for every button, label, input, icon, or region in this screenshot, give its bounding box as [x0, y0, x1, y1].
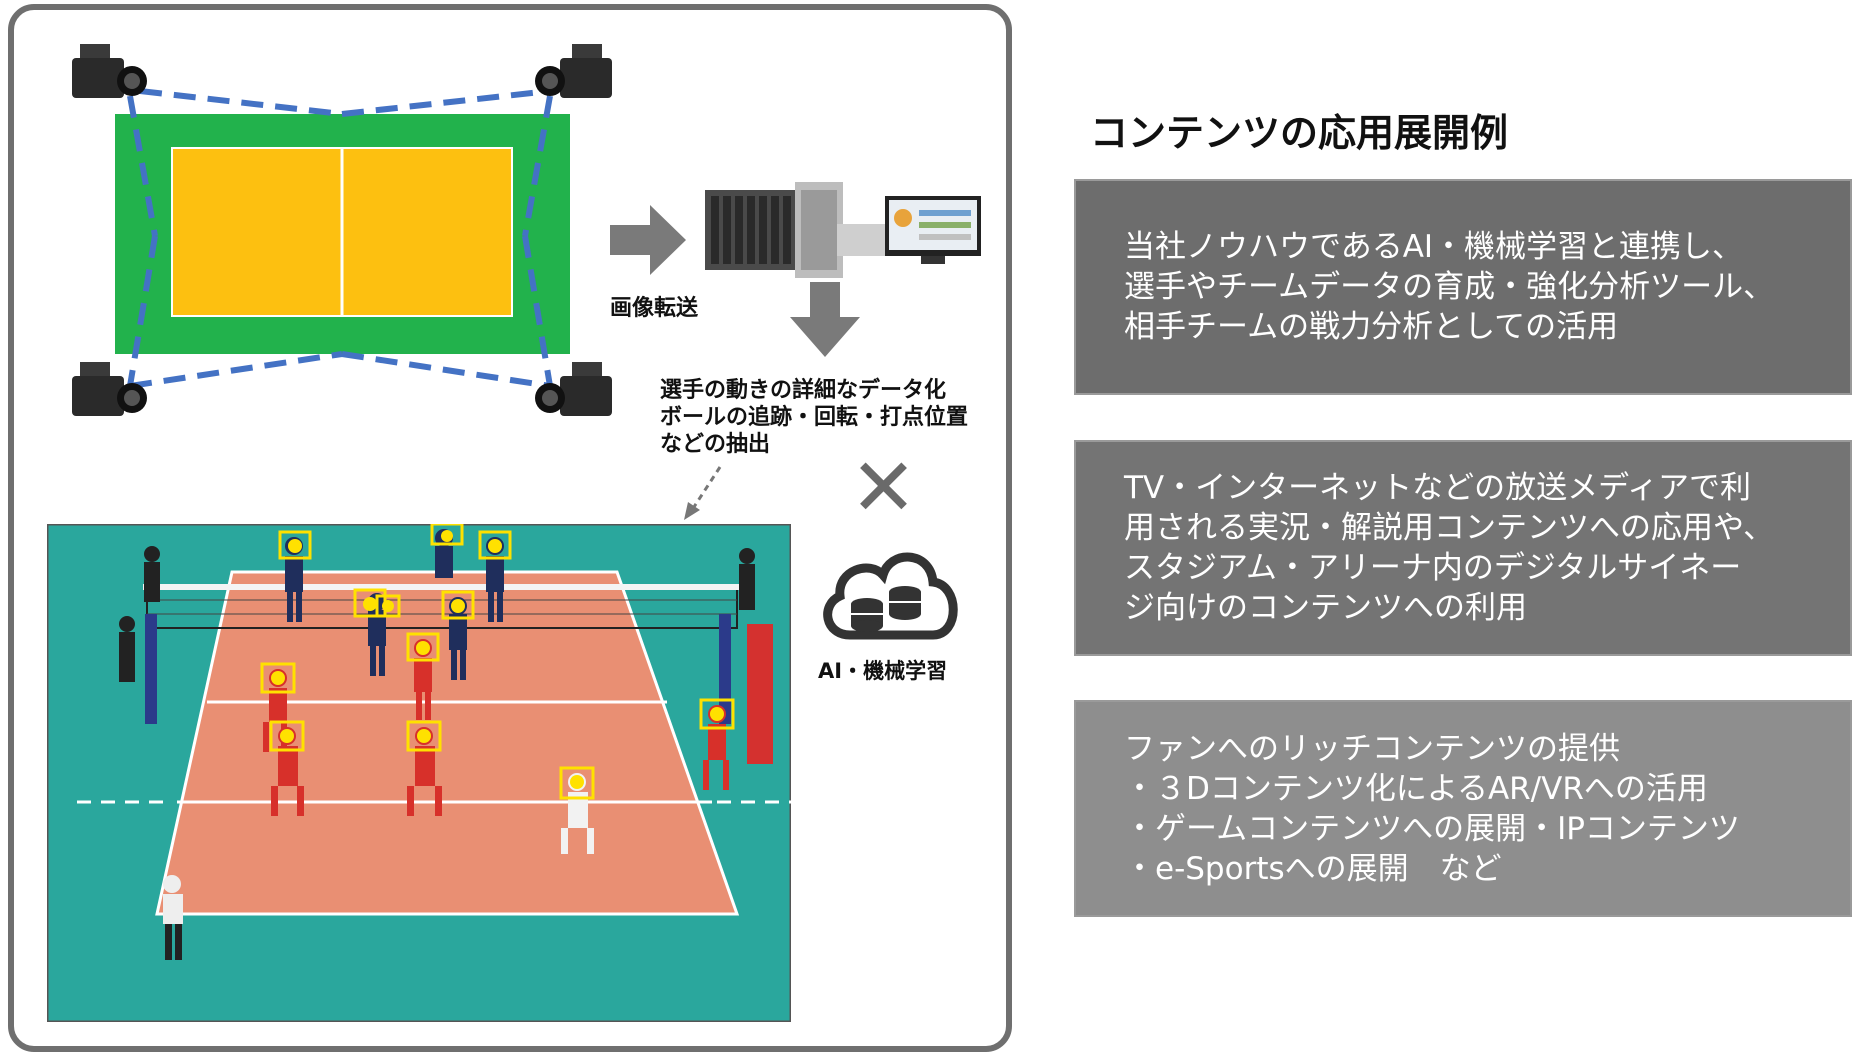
volleyball-photo [47, 524, 791, 1022]
arrow-down-icon [790, 282, 860, 357]
ai-label: AI・機械学習 [818, 659, 948, 683]
camera-icon [535, 44, 612, 98]
cloud-database-icon [823, 552, 958, 640]
camera-icon [72, 362, 147, 416]
camera-icon [72, 44, 147, 98]
application-box-analysis: 当社ノウハウであるAI・機械学習と連携し、 選手やチームデータの育成・強化分析ツ… [1074, 179, 1852, 395]
section-title: コンテンツの応用展開例 [1090, 111, 1509, 155]
extraction-label: 選手の動きの詳細なデータ化 ボールの追跡・回転・打点位置 などの抽出 [660, 378, 969, 457]
camera-icon [535, 362, 612, 416]
server-icon [705, 182, 981, 278]
arrow-right-icon [610, 205, 686, 275]
dashed-arrow-icon [684, 466, 722, 520]
application-box-fan-content: ファンへのリッチコンテンツの提供 ・３Dコンテンツ化によるAR/VRへの活用 ・… [1074, 700, 1852, 917]
court-camera-diagram [72, 44, 612, 416]
transfer-label: 画像転送 [610, 296, 699, 321]
application-box-media: TV・インターネットなどの放送メディアで利 用される実況・解説用コンテンツへの応… [1074, 440, 1852, 656]
camera-view-lines [127, 88, 553, 389]
cross-symbol: ✕ [850, 441, 918, 534]
